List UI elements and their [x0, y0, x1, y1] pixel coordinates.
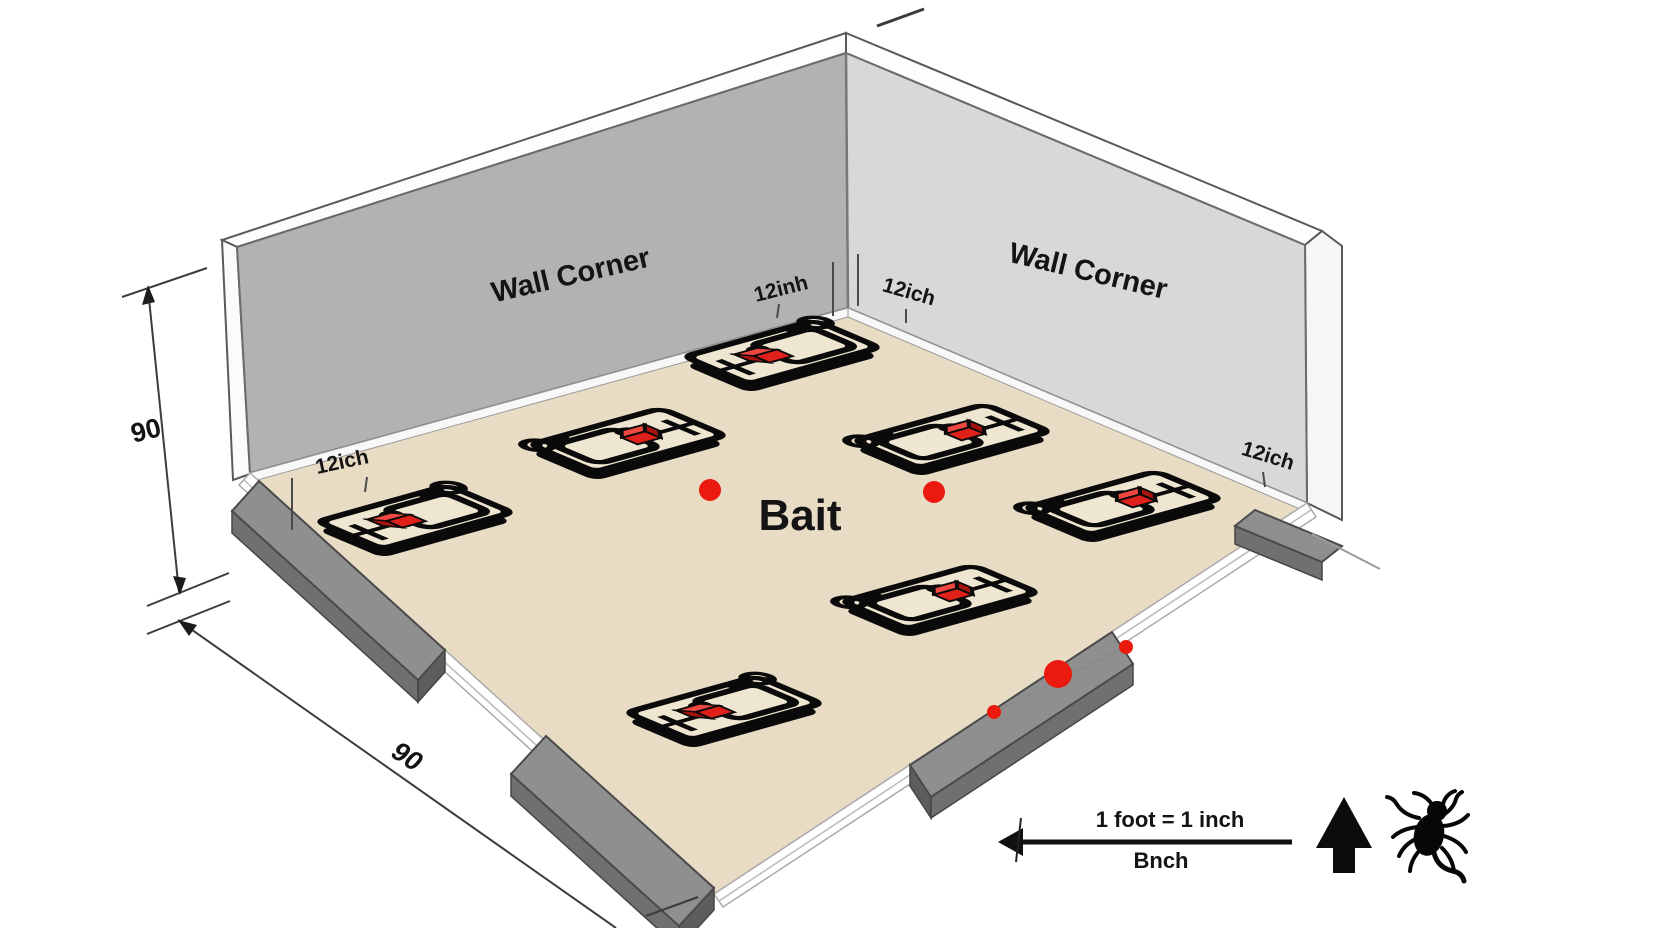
- right-wall-end-cap: [1303, 229, 1343, 522]
- mousetrap: [830, 564, 1038, 636]
- bait-dots-layer: [699, 479, 1133, 719]
- bait-label: Bait: [758, 491, 842, 540]
- dimension-arrowheads: [142, 285, 197, 636]
- mousetraps-layer: [317, 315, 1221, 747]
- stray-line-right: [1311, 533, 1381, 570]
- legend-scale-label: 1 foot = 1 inch: [1095, 807, 1245, 832]
- mousetrap: [684, 315, 880, 391]
- bait-dot: [1044, 660, 1072, 688]
- height-dimension-label: 90: [127, 412, 165, 449]
- up-arrow-icon: [1316, 797, 1372, 873]
- legend-sub-label: Bnch: [1133, 848, 1189, 873]
- mousetrap: [842, 403, 1050, 475]
- wall-corner-seam: [844, 52, 850, 309]
- bait-dot: [987, 705, 1001, 719]
- skirting-block-bottom-corner: [509, 734, 716, 928]
- mousetrap: [518, 407, 726, 479]
- skirting-block-right-middle: [908, 630, 1135, 821]
- bait-dot: [1119, 640, 1133, 654]
- legend-scale-bar: [998, 817, 1292, 863]
- mousetrap: [1013, 470, 1221, 542]
- skirting-block-left-upper: [230, 479, 447, 704]
- spacing-ticks: [291, 254, 1266, 530]
- bait-dot: [699, 479, 721, 501]
- tick-insect-icon: [1385, 789, 1470, 884]
- mousetrap: [626, 671, 822, 747]
- bait-dot: [923, 481, 945, 503]
- stray-line-top: [876, 7, 925, 28]
- mousetrap: [317, 480, 513, 556]
- dimension-lines: [121, 267, 699, 928]
